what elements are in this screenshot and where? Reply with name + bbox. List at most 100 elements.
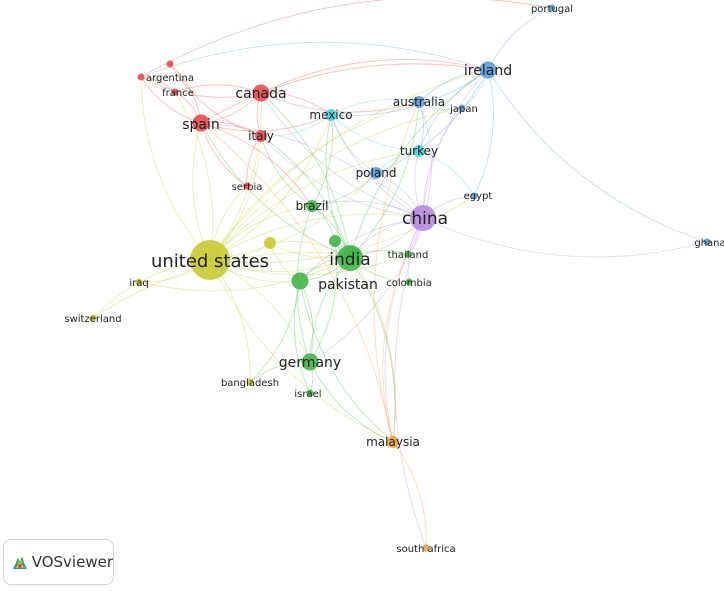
edge-united-states-australia bbox=[209, 101, 420, 261]
edge-mexico-poland bbox=[330, 114, 377, 174]
edge-spain-mexico bbox=[200, 114, 332, 132]
node-turkey[interactable] bbox=[413, 145, 425, 157]
edge-united-states-turkey bbox=[209, 150, 420, 261]
edge-china-ireland bbox=[422, 69, 489, 219]
node-italy[interactable] bbox=[255, 130, 267, 142]
node-malaysia[interactable] bbox=[387, 436, 399, 448]
node-ghana[interactable] bbox=[703, 238, 711, 246]
edge-germany-malaysia bbox=[309, 361, 394, 443]
node-label-iraq: iraq bbox=[129, 278, 148, 289]
edge-ireland-turkey bbox=[418, 69, 489, 152]
node-label-germany: germany bbox=[279, 355, 341, 371]
node-iraq[interactable] bbox=[135, 278, 143, 286]
node-france[interactable] bbox=[171, 88, 179, 96]
node-label-united-states: united states bbox=[151, 251, 269, 272]
edge-india-australia bbox=[349, 101, 420, 259]
node-label-colombia: colombia bbox=[386, 278, 432, 289]
edge-mexico-italy bbox=[260, 114, 332, 137]
edge-china-germany bbox=[309, 217, 424, 363]
label-layer: united stateschinaindiaspaincanadairelan… bbox=[64, 4, 724, 555]
node-united-states[interactable] bbox=[190, 240, 230, 280]
node-label-poland: poland bbox=[356, 166, 397, 180]
node-bangladesh[interactable] bbox=[246, 378, 254, 386]
edge-brazil-italy bbox=[260, 135, 313, 207]
node-label-mexico: mexico bbox=[309, 108, 352, 122]
edge-united-states-argentina bbox=[140, 76, 211, 261]
edge-india-canada bbox=[260, 92, 351, 259]
node-label-switzerland: switzerland bbox=[64, 314, 121, 325]
node-unlabeled-green-2[interactable] bbox=[342, 246, 360, 264]
node-label-pakistan: pakistan bbox=[318, 277, 378, 293]
edge-united-states-mexico bbox=[209, 114, 332, 261]
edge-ireland-portugal bbox=[487, 7, 553, 71]
node-brazil[interactable] bbox=[306, 200, 318, 212]
node-argentina[interactable] bbox=[137, 73, 145, 81]
node-japan[interactable] bbox=[458, 104, 466, 112]
node-label-france: france bbox=[162, 88, 194, 99]
edge-italy-unlabeled-red bbox=[169, 63, 262, 137]
edge-china-japan bbox=[422, 107, 463, 219]
node-label-portugal: portugal bbox=[531, 4, 573, 15]
node-label-argentina: argentina bbox=[146, 73, 194, 84]
edge-brazil-mexico bbox=[311, 114, 333, 207]
edge-ireland-argentina bbox=[140, 41, 489, 78]
node-ireland[interactable] bbox=[479, 61, 497, 79]
node-portugal[interactable] bbox=[548, 4, 556, 12]
edge-spain-brazil bbox=[200, 122, 313, 207]
edge-pakistan-israel bbox=[293, 280, 311, 394]
edge-canada-argentina bbox=[140, 76, 262, 98]
node-poland[interactable] bbox=[370, 167, 382, 179]
node-israel[interactable] bbox=[306, 389, 314, 397]
node-label-south-africa: south africa bbox=[396, 544, 455, 555]
edge-united-states-japan bbox=[209, 107, 463, 261]
edge-ireland-egypt bbox=[473, 69, 494, 197]
node-unlabeled-red[interactable] bbox=[166, 60, 174, 68]
node-south-africa[interactable] bbox=[422, 544, 430, 552]
node-germany[interactable] bbox=[301, 353, 319, 371]
node-switzerland[interactable] bbox=[89, 314, 97, 322]
edge-united-states-france bbox=[174, 91, 214, 261]
edge-china-spain bbox=[200, 122, 424, 219]
node-unlabeled-yellow[interactable] bbox=[264, 237, 276, 249]
edge-ireland-ghana bbox=[487, 69, 708, 243]
node-label-india: india bbox=[329, 250, 370, 270]
edge-united-states-spain bbox=[192, 122, 211, 261]
node-colombia[interactable] bbox=[405, 278, 413, 286]
node-unlabeled-green-1[interactable] bbox=[329, 235, 341, 247]
edge-united-states-china bbox=[209, 213, 424, 261]
node-spain[interactable] bbox=[192, 114, 210, 132]
edge-china-ghana bbox=[422, 217, 708, 258]
edge-canada-australia bbox=[260, 92, 420, 113]
node-canada[interactable] bbox=[252, 84, 270, 102]
node-egypt[interactable] bbox=[470, 192, 478, 200]
edge-pakistan-bangladesh bbox=[249, 280, 301, 383]
vosviewer-badge[interactable]: VOSviewer bbox=[3, 539, 114, 585]
edge-mexico-australia bbox=[330, 98, 420, 116]
edge-india-mexico bbox=[325, 114, 351, 259]
edge-united-states-poland bbox=[209, 172, 377, 261]
node-mexico[interactable] bbox=[325, 109, 337, 121]
edge-brazil-poland bbox=[311, 172, 377, 207]
node-label-egypt: egypt bbox=[464, 191, 493, 202]
node-label-ghana: ghana bbox=[694, 238, 724, 249]
node-thailand[interactable] bbox=[404, 250, 412, 258]
node-label-italy: italy bbox=[248, 129, 274, 143]
node-australia[interactable] bbox=[413, 96, 425, 108]
node-label-ireland: ireland bbox=[464, 63, 512, 79]
edge-pakistan-germany bbox=[299, 280, 314, 363]
node-label-canada: canada bbox=[235, 86, 286, 102]
node-china[interactable] bbox=[410, 205, 436, 231]
edge-ireland-poland bbox=[375, 69, 489, 174]
edge-china-malaysia bbox=[384, 217, 424, 443]
node-label-turkey: turkey bbox=[400, 144, 438, 158]
node-serbia[interactable] bbox=[243, 182, 251, 190]
edge-india-malaysia bbox=[349, 257, 396, 443]
node-pakistan[interactable] bbox=[291, 272, 309, 290]
vosviewer-logo-icon bbox=[12, 556, 27, 569]
edge-malaysia-spain bbox=[200, 122, 394, 443]
node-label-israel: israel bbox=[294, 389, 321, 400]
edge-malaysia-thailand bbox=[382, 253, 409, 443]
node-label-australia: australia bbox=[393, 95, 445, 109]
edge-canada-ireland bbox=[260, 59, 489, 94]
edge-malaysia-australia bbox=[373, 101, 420, 443]
